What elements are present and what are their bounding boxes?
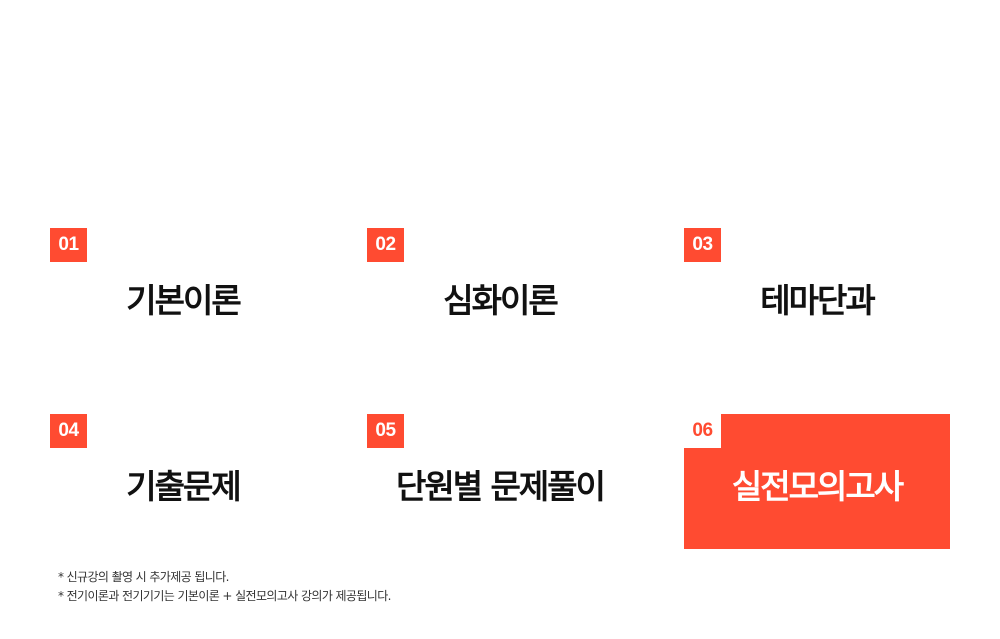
course-card-theme-course[interactable]: 03 테마단과 bbox=[684, 228, 950, 363]
footnote-new-lectures: * 신규강의 촬영 시 추가제공 됩니다. bbox=[58, 570, 229, 584]
course-number-badge: 03 bbox=[684, 228, 721, 262]
course-title: 기본이론 bbox=[126, 281, 241, 320]
course-card-advanced-theory[interactable]: 02 심화이론 bbox=[367, 228, 633, 363]
course-number-badge: 02 bbox=[367, 228, 404, 262]
footnote-provided-lectures: * 전기이론과 전기기기는 기본이론 + 실전모의고사 강의가 제공됩니다. bbox=[58, 589, 392, 603]
course-number-badge: 01 bbox=[50, 228, 87, 262]
footnotes: * 신규강의 촬영 시 추가제공 됩니다. * 전기이론과 전기기기는 기본이론… bbox=[58, 568, 392, 606]
course-title: 단원별 문제풀이 bbox=[395, 467, 606, 506]
course-card-mock-exam[interactable]: 06 실전모의고사 bbox=[684, 414, 950, 549]
course-number-badge: 05 bbox=[367, 414, 404, 448]
course-title: 기출문제 bbox=[126, 467, 241, 506]
course-card-unit-problems[interactable]: 05 단원별 문제풀이 bbox=[367, 414, 633, 549]
course-title: 실전모의고사 bbox=[731, 467, 904, 506]
course-number-badge: 06 bbox=[684, 414, 721, 448]
course-title: 심화이론 bbox=[443, 281, 558, 320]
course-card-past-exams[interactable]: 04 기출문제 bbox=[50, 414, 316, 549]
course-number-badge: 04 bbox=[50, 414, 87, 448]
course-card-basic-theory[interactable]: 01 기본이론 bbox=[50, 228, 316, 363]
course-title: 테마단과 bbox=[760, 281, 875, 320]
